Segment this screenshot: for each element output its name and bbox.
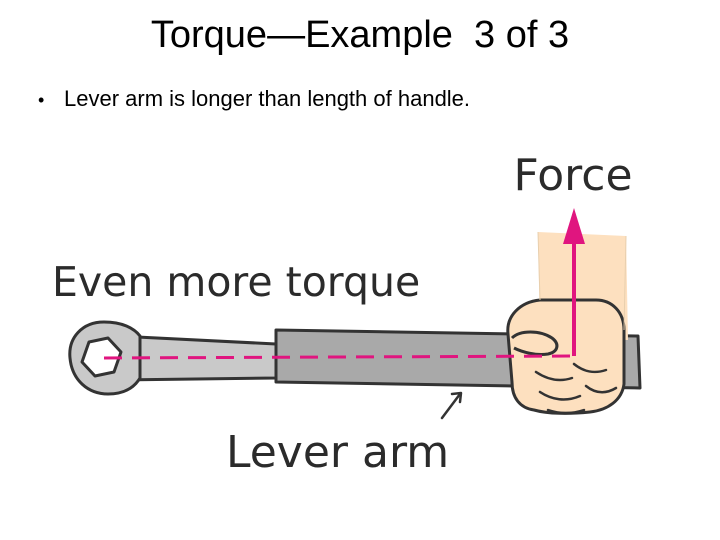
lever-arm-label: Lever arm xyxy=(226,427,449,478)
lever-arm-line xyxy=(104,356,574,358)
pointer-arrow-icon xyxy=(442,393,461,418)
torque-label: Even more torque xyxy=(52,258,420,306)
hand-icon xyxy=(508,232,628,413)
pointer-arrow-shaft xyxy=(442,394,460,418)
force-label: Force xyxy=(513,150,632,201)
force-arrow-head xyxy=(563,208,585,244)
thumb xyxy=(512,332,557,355)
